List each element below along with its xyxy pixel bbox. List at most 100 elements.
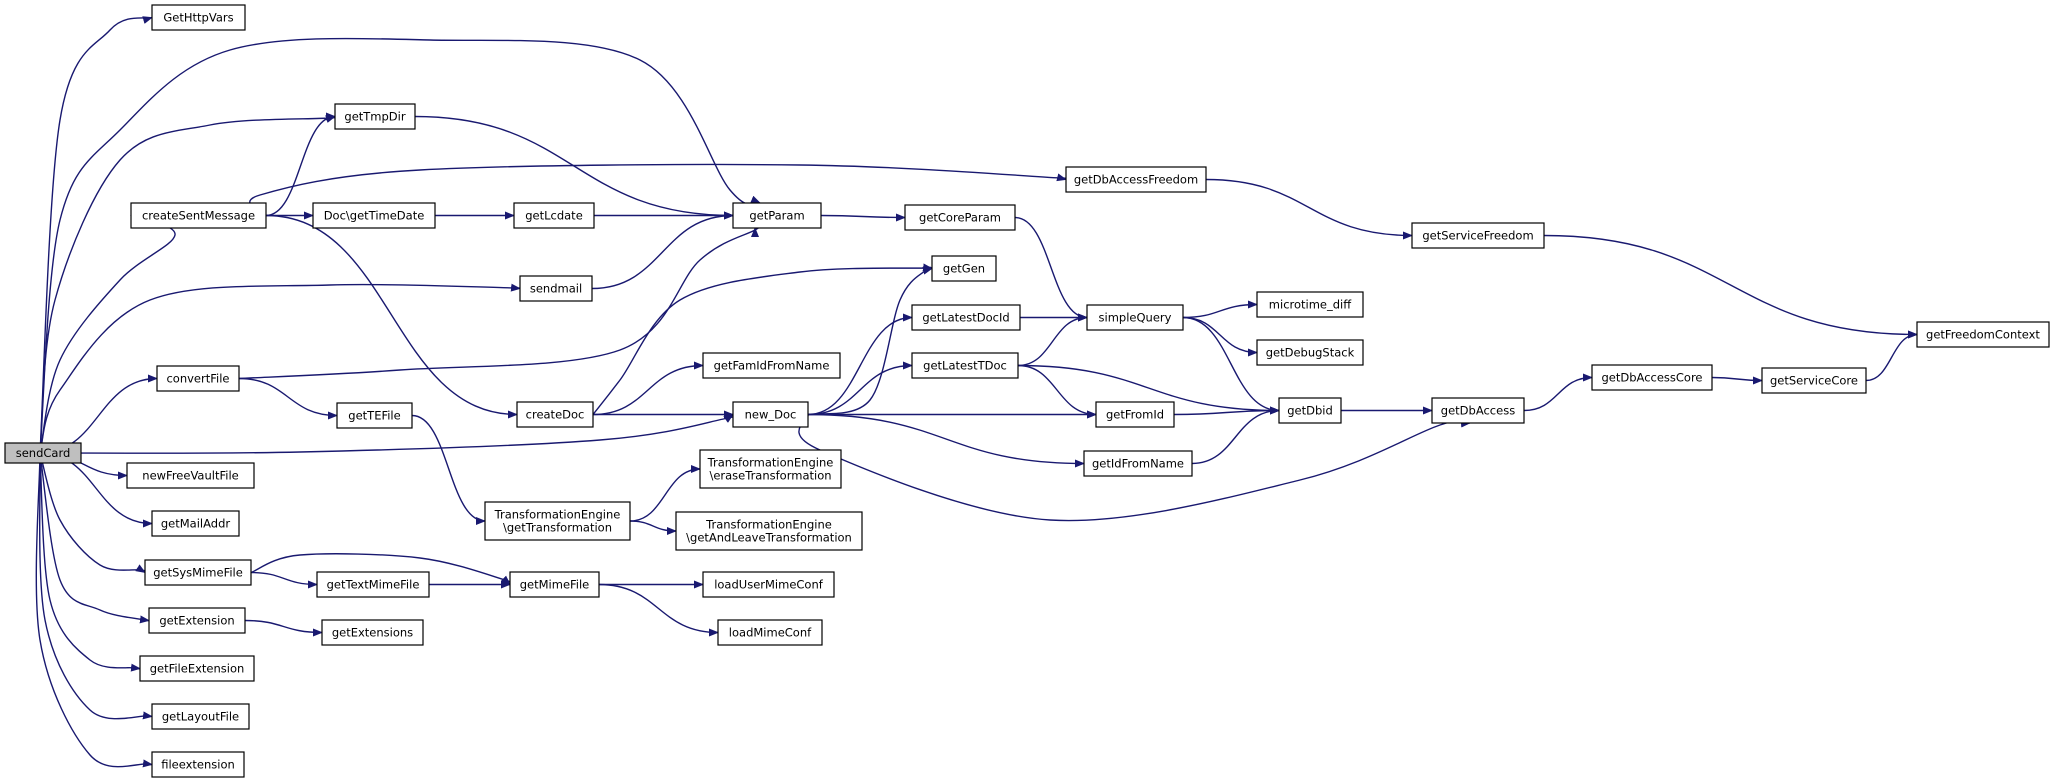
node-get-from-id[interactable]: getFromId [1095,401,1175,428]
node-te-erase-transformation[interactable]: TransformationEngine\eraseTransformation [699,449,842,489]
node-box [484,501,631,541]
node-label: sendmail [530,282,582,296]
node-sendmail[interactable]: sendmail [519,275,593,302]
edge-send-card-to-get-http-vars [39,16,153,454]
node-label: getLatestTDoc [923,359,1007,373]
edge-get-latest-tdoc-to-get-dbid [1017,364,1280,415]
node-create-doc[interactable]: createDoc [516,401,594,428]
node-box [1083,450,1193,477]
edge-get-id-from-name-to-get-dbid [1191,406,1280,465]
node-get-layout-file[interactable]: getLayoutFile [151,703,250,730]
node-fileextension[interactable]: fileextension [151,751,245,778]
node-box [1761,367,1867,394]
node-box [1916,321,2050,348]
edge-create-doc-to-get-fam-id-from-name [592,361,704,416]
node-get-file-extension[interactable]: getFileExtension [139,655,255,682]
node-label: TransformationEngine [707,456,834,470]
node-label: getLatestDocId [922,311,1009,325]
node-get-tefile[interactable]: getTEFile [336,402,413,429]
node-send-card[interactable]: sendCard [4,442,82,464]
node-label: sendCard [16,446,71,460]
node-box [931,255,997,282]
node-load-user-mime-conf[interactable]: loadUserMimeConf [702,571,835,598]
edge-send-card-to-get-param [39,37,761,454]
node-box [151,703,250,730]
edge-simple-query-to-get-debug-stack [1182,316,1258,357]
edge-get-from-id-to-get-dbid [1173,406,1280,416]
edge-layer [35,16,1918,768]
node-get-core-param[interactable]: getCoreParam [904,204,1016,231]
node-get-service-freedom[interactable]: getServiceFreedom [1411,222,1545,249]
node-label: newFreeVaultFile [142,469,238,483]
node-te-get-transformation[interactable]: TransformationEngine\getTransformation [484,501,631,541]
node-get-latest-doc-id[interactable]: getLatestDocId [911,304,1021,331]
edge-get-mime-file-to-load-mime-conf [598,583,719,637]
node-label: getDbAccessFreedom [1074,173,1198,187]
node-box [139,655,255,682]
node-get-param[interactable]: getParam [732,202,822,229]
node-box [1086,304,1184,331]
node-create-sent-message[interactable]: createSentMessage [130,202,267,229]
node-get-tmp-dir[interactable]: getTmpDir [334,103,416,130]
node-label: getFileExtension [150,662,245,676]
edge-get-service-freedom-to-get-freedom-context [1543,234,1918,339]
node-get-gen[interactable]: getGen [931,255,997,282]
edge-new-doc-to-get-gen [807,266,933,416]
node-label: new_Doc [745,408,797,422]
edge-simple-query-to-get-dbid [1182,316,1280,415]
edge-new-doc-to-get-id-from-name [807,413,1085,468]
edge-send-card-to-get-layout-file [38,452,155,720]
node-get-fam-id-from-name[interactable]: getFamIdFromName [702,352,841,379]
node-convert-file[interactable]: convertFile [156,365,240,392]
node-get-extension[interactable]: getExtension [148,607,246,634]
node-get-extensions[interactable]: getExtensions [321,619,424,646]
node-get-id-from-name[interactable]: getIdFromName [1083,450,1193,477]
edge-send-card-to-get-file-extension [39,452,142,672]
node-label: getLayoutFile [162,710,239,724]
edge-new-doc-to-get-latest-tdoc [807,361,913,416]
edge-new-doc-to-get-latest-doc-id [807,313,913,416]
node-box [1591,364,1713,391]
node-label: getFreedomContext [1926,328,2040,342]
node-get-mail-addr[interactable]: getMailAddr [151,510,240,537]
node-box [1411,222,1545,249]
edge-create-sent-message-to-get-db-access-freedom [249,163,1082,216]
node-label: getTEFile [348,409,400,423]
edge-te-get-transformation-to-te-get-and-leave-transformation [629,520,677,535]
node-get-latest-tdoc[interactable]: getLatestTDoc [911,352,1019,379]
node-get-freedom-context[interactable]: getFreedomContext [1916,321,2050,348]
node-new-free-vault-file[interactable]: newFreeVaultFile [126,462,255,489]
edge-get-latest-tdoc-to-simple-query [1017,313,1088,367]
node-box [732,202,822,229]
edge-convert-file-to-get-tefile [238,377,338,420]
node-load-mime-conf[interactable]: loadMimeConf [717,619,823,646]
node-label: Doc\getTimeDate [324,209,425,223]
node-doc-get-time-date[interactable]: Doc\getTimeDate [312,202,436,229]
edge-get-db-access-core-to-get-service-core [1711,376,1763,385]
node-get-http-vars[interactable]: GetHttpVars [151,4,246,31]
node-label: getMailAddr [161,517,231,531]
node-label: getMimeFile [520,578,590,592]
node-get-lcdate[interactable]: getLcdate [513,202,595,229]
node-te-get-and-leave-transformation[interactable]: TransformationEngine\getAndLeaveTransfor… [675,511,863,551]
node-label: fileextension [161,758,235,772]
node-box [316,571,430,598]
edge-send-card-to-sendmail [39,283,531,454]
node-get-db-access-freedom[interactable]: getDbAccessFreedom [1065,166,1207,193]
node-get-sys-mime-file[interactable]: getSysMimeFile [144,559,252,586]
node-box [1278,397,1342,424]
node-get-service-core[interactable]: getServiceCore [1761,367,1867,394]
node-box [321,619,424,646]
node-box [702,571,835,598]
node-label: TransformationEngine [705,518,832,532]
node-get-debug-stack[interactable]: getDebugStack [1256,339,1364,366]
node-get-db-access[interactable]: getDbAccess [1431,397,1525,424]
node-new-doc[interactable]: new_Doc [732,401,809,428]
node-get-mime-file[interactable]: getMimeFile [509,571,600,598]
node-get-text-mime-file[interactable]: getTextMimeFile [316,571,430,598]
node-get-db-access-core[interactable]: getDbAccessCore [1591,364,1713,391]
node-get-dbid[interactable]: getDbid [1278,397,1342,424]
node-microtime-diff[interactable]: microtime_diff [1256,291,1364,318]
node-simple-query[interactable]: simpleQuery [1086,304,1184,331]
node-box [513,202,595,229]
